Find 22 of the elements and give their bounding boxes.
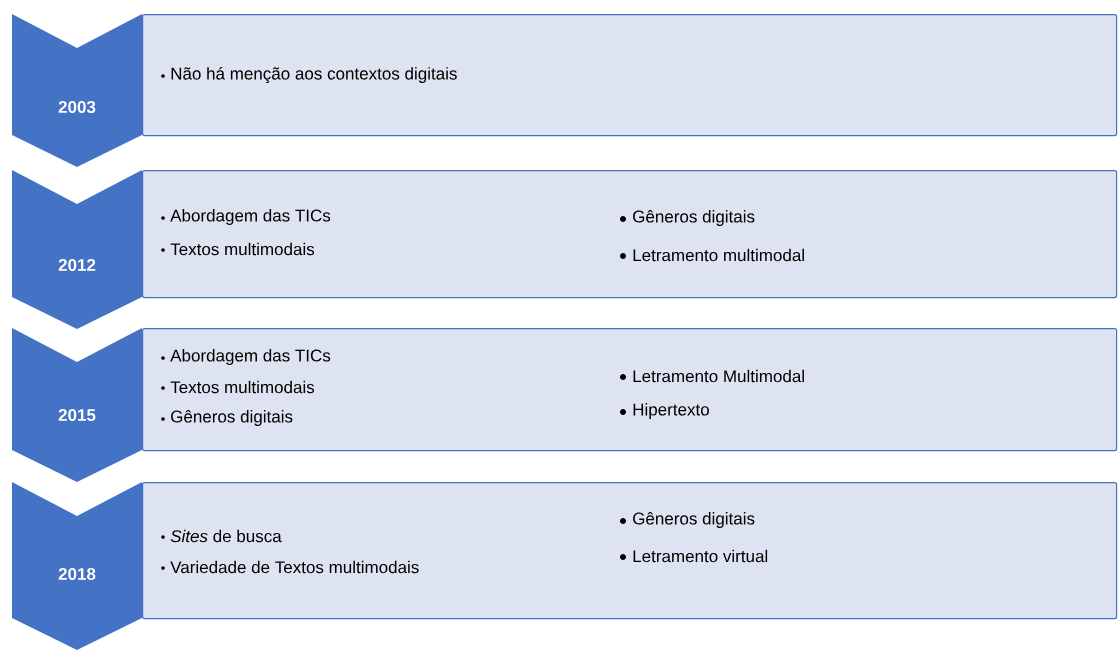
bullet-item: Gêneros digitais bbox=[620, 210, 755, 226]
bullet-item: Letramento virtual bbox=[620, 549, 768, 563]
bullet-item: Letramento multimodal bbox=[620, 248, 804, 262]
bullet-item: Gêneros digitais bbox=[161, 410, 293, 426]
bullet-item: Textos multimodais bbox=[161, 242, 315, 256]
text-box bbox=[142, 328, 1118, 452]
year-box: 2015 bbox=[12, 328, 142, 482]
bullet-item: Abordagem das TICs bbox=[161, 349, 331, 365]
year-box: 2012 bbox=[12, 170, 142, 329]
text-box bbox=[142, 482, 1118, 620]
bullet-item: Textos multimodais bbox=[161, 380, 315, 394]
bullet-item: Abordagem das TICs bbox=[161, 209, 331, 225]
text-box bbox=[142, 14, 1118, 137]
text-box bbox=[142, 170, 1118, 299]
bullet-item: Hipertexto bbox=[620, 403, 709, 419]
bullet-item: Gêneros digitais bbox=[620, 512, 755, 528]
year-box: 2003 bbox=[12, 14, 142, 167]
bullet-item: Sites de busca bbox=[161, 529, 282, 543]
bullet-item: Não há menção aos contextos digitais bbox=[161, 66, 457, 84]
bullet-item: Variedade de Textos multimodais bbox=[161, 560, 419, 574]
year-box: 2018 bbox=[12, 482, 142, 650]
bullet-item: Letramento Multimodal bbox=[620, 369, 804, 383]
